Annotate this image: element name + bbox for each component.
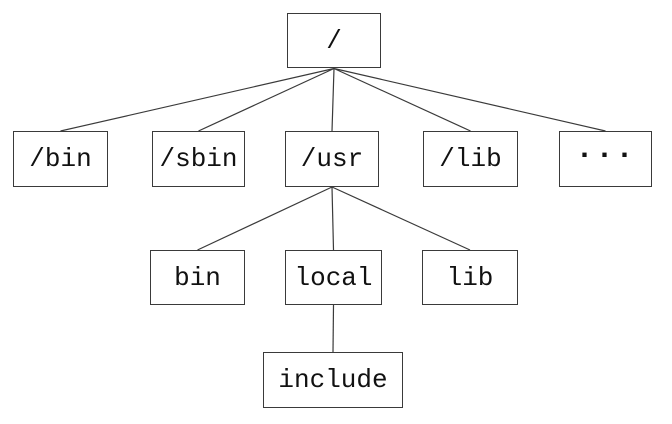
tree-node-usr-label: /usr — [300, 144, 364, 174]
edge-root-lib — [333, 67, 471, 132]
tree-node-usr-bin: bin — [150, 250, 245, 305]
edge-usr-lib — [331, 186, 471, 251]
tree-node-lib-label: /lib — [439, 144, 502, 174]
tree-node-ellipsis: ··· — [559, 131, 652, 187]
tree-node-usr-bin-label: bin — [174, 262, 221, 293]
tree-node-usr-lib-label: lib — [446, 262, 494, 293]
edge-root-ellipsis — [333, 67, 606, 132]
edge-root-bin — [60, 67, 335, 132]
tree-node-root: / — [287, 13, 381, 68]
tree-node-lib: /lib — [423, 131, 518, 187]
edge-local-include — [332, 304, 335, 353]
tree-node-sbin: /sbin — [152, 131, 245, 187]
tree-node-usr-local-label: local — [294, 262, 373, 293]
tree-node-bin-label: /bin — [29, 144, 92, 174]
edge-root-usr — [331, 68, 335, 132]
tree-node-usr: /usr — [285, 131, 379, 187]
tree-node-sbin-label: /sbin — [159, 144, 238, 174]
tree-node-bin: /bin — [13, 131, 108, 187]
tree-node-include-label: include — [278, 365, 388, 395]
edge-usr-local — [331, 186, 335, 251]
tree-node-usr-lib: lib — [422, 250, 518, 305]
tree-node-ellipsis-label: ··· — [575, 139, 636, 173]
tree-node-root-label: / — [326, 25, 342, 56]
edge-root-sbin — [198, 67, 335, 132]
tree-node-usr-local: local — [285, 250, 382, 305]
edge-usr-bin — [197, 186, 333, 251]
tree-node-include: include — [263, 352, 403, 408]
